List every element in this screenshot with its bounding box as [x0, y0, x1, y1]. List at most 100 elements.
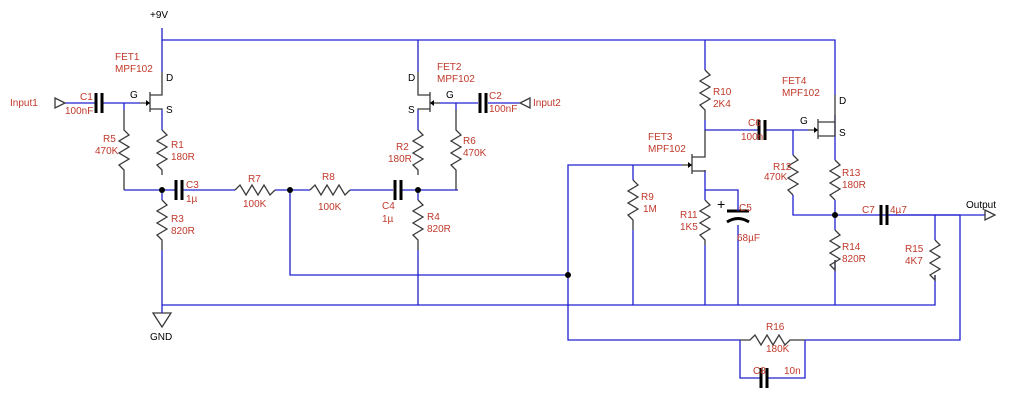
fet4-drain-pin: D: [839, 96, 846, 107]
capacitor-c4: [393, 180, 403, 200]
r14-value: 820R: [842, 254, 866, 265]
r2-name: R2: [396, 142, 409, 153]
resistor-r9: [626, 179, 640, 230]
fet2-name: FET2: [437, 62, 462, 73]
r14-name: R14: [842, 242, 861, 253]
r1-name: R1: [171, 140, 184, 151]
output-label: Output: [966, 200, 996, 211]
capacitor-c2: [478, 93, 488, 113]
supply-label: +9V: [150, 10, 168, 21]
r1-value: 180R: [171, 152, 195, 163]
r12-value: 470K: [764, 172, 788, 183]
c3-value: 1µ: [186, 194, 198, 205]
c4-value: 1µ: [382, 214, 394, 225]
resistor-r5: [117, 110, 131, 190]
r8-name: R8: [322, 172, 335, 183]
c7-name: C7: [862, 205, 875, 216]
c3-name: C3: [186, 180, 199, 191]
r5-name: R5: [103, 134, 116, 145]
r9-name: R9: [641, 192, 654, 203]
resistor-r7: [234, 183, 276, 197]
r6-value: 470K: [463, 148, 487, 159]
r5-value: 470K: [95, 146, 119, 157]
resistor-r12: [786, 154, 800, 196]
capacitor-c6: [757, 120, 767, 140]
resistor-r14: [828, 229, 842, 272]
output-terminal-icon: [984, 208, 997, 222]
r13-value: 180R: [842, 180, 866, 191]
r2-value: 180R: [388, 154, 412, 165]
labels: +9V GND Input1 Input2 Output FET1 MPF102…: [10, 10, 996, 377]
r7-name: R7: [248, 174, 261, 185]
r11-name: R11: [680, 210, 698, 221]
junction-dot: [415, 187, 421, 193]
fet3-symbol: [682, 130, 706, 174]
junction-dot: [832, 212, 838, 218]
junctions: [159, 187, 838, 278]
junction-dot: [565, 272, 571, 278]
r16-value: 180K: [766, 344, 790, 355]
r6-name: R6: [463, 136, 476, 147]
fet4-gate-pin: G: [800, 116, 808, 127]
resistor-r3: [155, 199, 169, 250]
capacitor-c1: [94, 93, 104, 113]
capacitor-c7: [879, 205, 889, 225]
fet1-drain-pin: D: [166, 73, 173, 84]
fet2-source-pin: S: [408, 105, 415, 116]
terminals: [54, 96, 997, 329]
input1-label: Input1: [10, 98, 38, 109]
r4-value: 820R: [427, 224, 451, 235]
resistor-r11: [698, 199, 712, 245]
resistor-r15: [928, 239, 942, 282]
input1-terminal-icon: [54, 96, 67, 110]
resistor-r4: [411, 199, 425, 250]
fet1-symbol: [140, 72, 163, 112]
fet2-drain-pin: D: [408, 73, 415, 84]
resistor-r10: [698, 69, 712, 120]
wires: [65, 28, 985, 379]
c1-value: 100nF: [65, 106, 93, 117]
c2-value: 100nF: [489, 104, 517, 115]
fet4-symbol: [808, 95, 836, 139]
r3-name: R3: [171, 214, 184, 225]
c8-name: C8: [753, 366, 766, 377]
capacitor-c8: [759, 368, 769, 388]
input2-terminal-icon: [518, 96, 531, 110]
resistor-r6: [449, 110, 463, 190]
r10-value: 2K4: [713, 99, 731, 110]
c4-name: C4: [382, 201, 395, 212]
capacitor-c5: [726, 205, 750, 224]
c6-value: 100n: [741, 132, 763, 143]
fet3-part: MPF102: [648, 144, 686, 155]
fet2-symbol: [417, 72, 440, 112]
c5-value: 68µF: [737, 233, 760, 244]
input2-label: Input2: [533, 98, 561, 109]
r15-name: R15: [905, 244, 924, 255]
c2-name: C2: [489, 91, 502, 102]
c1-name: C1: [80, 92, 93, 103]
c6-name: C6: [748, 118, 761, 129]
ground-symbol-icon: [151, 312, 173, 329]
resistor-r2: [411, 129, 425, 175]
c5-name: C5: [739, 203, 752, 214]
c8-value: 10n: [784, 366, 801, 377]
fet4-part: MPF102: [782, 88, 820, 99]
fet2-gate-pin: G: [446, 90, 454, 101]
resistor-r8: [309, 183, 351, 197]
capacitors: [94, 93, 889, 388]
fet4-name: FET4: [782, 76, 807, 87]
c5-plus-sign: +: [717, 196, 725, 212]
resistor-r1: [155, 129, 169, 175]
r15-value: 4K7: [905, 256, 923, 267]
fet3-name: FET3: [648, 132, 673, 143]
r13-name: R13: [842, 168, 861, 179]
junction-dot: [287, 187, 293, 193]
r10-name: R10: [713, 87, 732, 98]
fet1-gate-pin: G: [130, 90, 138, 101]
resistor-r16: [740, 333, 805, 347]
junction-dot: [159, 187, 165, 193]
r16-name: R16: [766, 322, 785, 333]
r7-value: 100K: [243, 199, 267, 210]
resistor-r13: [828, 159, 842, 201]
